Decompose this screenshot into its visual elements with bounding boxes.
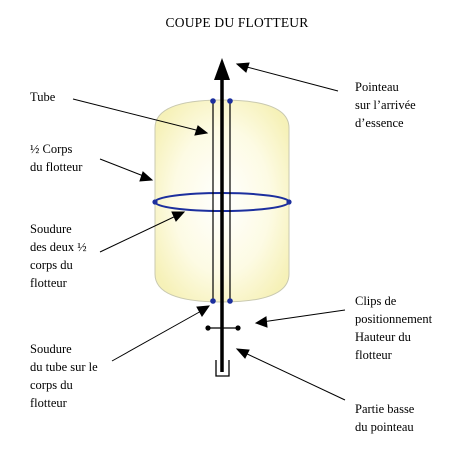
arrow-clips [254, 316, 268, 328]
diagram-title: COUPE DU FLOTTEUR [165, 15, 309, 30]
label-tube-weld: Soudure du tube sur le corps du flotteur [30, 342, 98, 410]
weld-point-left [152, 199, 158, 205]
arrow-soudure-tube [196, 305, 211, 317]
label-half-body: ½ Corps du flotteur [30, 142, 83, 174]
label-tube: Tube [30, 90, 56, 104]
needle-arrow-head [214, 58, 230, 80]
tube-weld-top-left [210, 98, 216, 104]
tube-weld-bottom-right [227, 298, 233, 304]
arrow-tube [194, 125, 209, 136]
tube-weld-bottom-left [210, 298, 216, 304]
weld-point-right [286, 199, 292, 205]
tube-weld-top-right [227, 98, 233, 104]
leader-arrows [72, 62, 346, 401]
label-needle: Pointeau sur l’arrivée d’essence [355, 80, 416, 130]
label-needle-lower: Partie basse du pointeau [355, 402, 415, 434]
label-body-weld: Soudure des deux ½ corps du flotteur [30, 222, 87, 290]
arrow-soudure-corps [171, 211, 186, 222]
needle-lower-part [215, 360, 230, 377]
clip-right [235, 325, 241, 331]
arrow-corps [139, 171, 154, 182]
label-clips: Clips de positionnement Hauteur du flott… [355, 294, 433, 362]
arrow-pointeau [235, 62, 250, 73]
arrow-partie-basse [235, 348, 250, 359]
clip-left [205, 325, 211, 331]
